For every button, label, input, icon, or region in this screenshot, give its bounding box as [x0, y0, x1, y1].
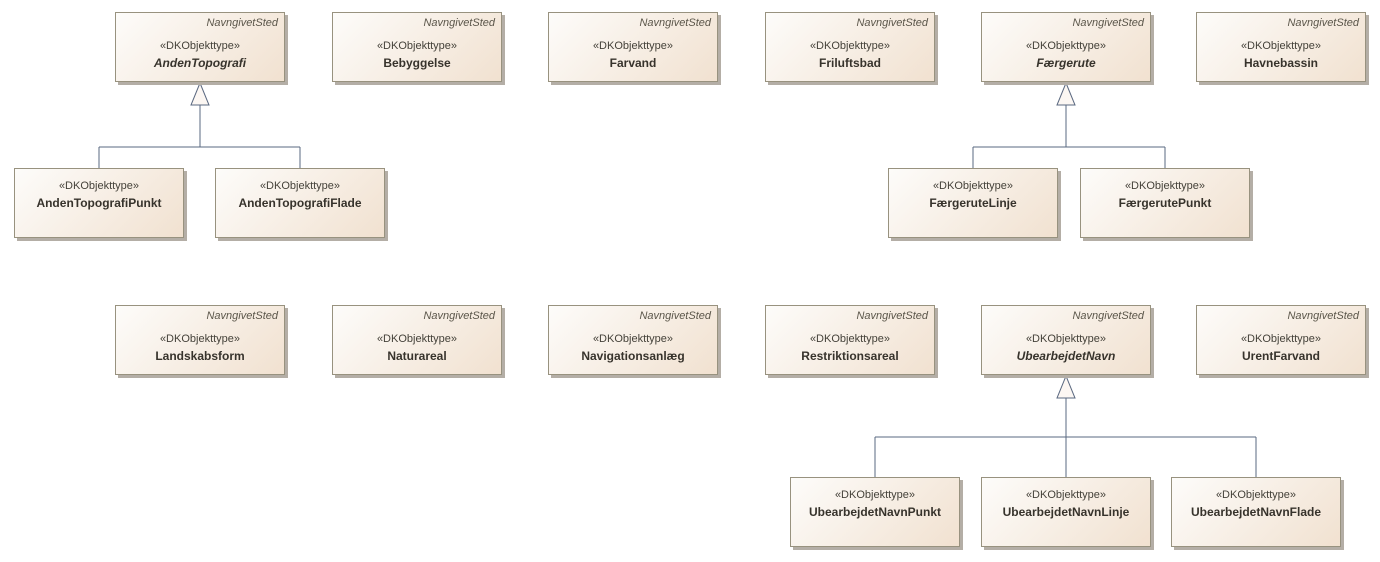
stereotype-label: «DKObjekttype» [1240, 40, 1322, 52]
stereotype-label: «DKObjekttype» [376, 40, 458, 52]
stereotype-label: «DKObjekttype» [932, 180, 1014, 192]
stereotype-label: «DKObjekttype» [1025, 489, 1107, 501]
class-node-AndenTopografiPunkt[interactable]: «DKObjekttype» AndenTopografiPunkt [14, 168, 184, 238]
stereotype-label: «DKObjekttype» [592, 40, 674, 52]
generalization-arrowhead-Færgerute [1056, 81, 1076, 106]
parent-class-corner-label: NavngivetSted [856, 17, 928, 29]
class-node-Naturareal[interactable]: NavngivetSted «DKObjekttype» Naturareal [332, 305, 502, 375]
parent-class-corner-label: NavngivetSted [1287, 17, 1359, 29]
class-name: Bebyggelse [383, 56, 451, 70]
class-name: UbearbejdetNavnFlade [1190, 505, 1322, 519]
class-name: UbearbejdetNavn [1016, 349, 1116, 363]
class-name: Havnebassin [1243, 56, 1319, 70]
class-name: Friluftsbad [819, 56, 881, 70]
class-node-FærgeruteLinje[interactable]: «DKObjekttype» FærgeruteLinje [888, 168, 1058, 238]
class-node-Farvand[interactable]: NavngivetSted «DKObjekttype» Farvand [548, 12, 718, 82]
class-node-Friluftsbad[interactable]: NavngivetSted «DKObjekttype» Friluftsbad [765, 12, 935, 82]
stereotype-label: «DKObjekttype» [159, 40, 241, 52]
class-name: AndenTopografi [153, 56, 247, 70]
class-node-UbearbejdetNavn[interactable]: NavngivetSted «DKObjekttype» Ubearbejdet… [981, 305, 1151, 375]
class-node-Landskabsform[interactable]: NavngivetSted «DKObjekttype» Landskabsfo… [115, 305, 285, 375]
stereotype-label: «DKObjekttype» [834, 489, 916, 501]
class-node-Færgerute[interactable]: NavngivetSted «DKObjekttype» Færgerute [981, 12, 1151, 82]
class-node-UbearbejdetNavnLinje[interactable]: «DKObjekttype» UbearbejdetNavnLinje [981, 477, 1151, 547]
parent-class-corner-label: NavngivetSted [423, 17, 495, 29]
class-name: Naturareal [387, 349, 447, 363]
class-node-UrentFarvand[interactable]: NavngivetSted «DKObjekttype» UrentFarvan… [1196, 305, 1366, 375]
generalization-arrowhead-AndenTopografi [190, 81, 210, 106]
generalization-arrowhead-UbearbejdetNavn [1056, 374, 1076, 399]
stereotype-label: «DKObjekttype» [809, 333, 891, 345]
parent-class-corner-label: NavngivetSted [206, 310, 278, 322]
class-name: Færgerute [1036, 56, 1096, 70]
class-node-AndenTopografiFlade[interactable]: «DKObjekttype» AndenTopografiFlade [215, 168, 385, 238]
parent-class-corner-label: NavngivetSted [423, 310, 495, 322]
parent-class-corner-label: NavngivetSted [1072, 310, 1144, 322]
parent-class-corner-label: NavngivetSted [639, 17, 711, 29]
stereotype-label: «DKObjekttype» [58, 180, 140, 192]
stereotype-label: «DKObjekttype» [1215, 489, 1297, 501]
stereotype-label: «DKObjekttype» [376, 333, 458, 345]
parent-class-corner-label: NavngivetSted [639, 310, 711, 322]
parent-class-corner-label: NavngivetSted [1072, 17, 1144, 29]
class-node-Havnebassin[interactable]: NavngivetSted «DKObjekttype» Havnebassin [1196, 12, 1366, 82]
class-node-UbearbejdetNavnFlade[interactable]: «DKObjekttype» UbearbejdetNavnFlade [1171, 477, 1341, 547]
class-node-UbearbejdetNavnPunkt[interactable]: «DKObjekttype» UbearbejdetNavnPunkt [790, 477, 960, 547]
class-name: Restriktionsareal [801, 349, 899, 363]
class-name: Navigationsanlæg [581, 349, 685, 363]
class-node-Restriktionsareal[interactable]: NavngivetSted «DKObjekttype» Restriktion… [765, 305, 935, 375]
stereotype-label: «DKObjekttype» [1124, 180, 1206, 192]
class-name: UbearbejdetNavnLinje [1002, 505, 1130, 519]
class-name: UrentFarvand [1241, 349, 1321, 363]
stereotype-label: «DKObjekttype» [1240, 333, 1322, 345]
class-node-Bebyggelse[interactable]: NavngivetSted «DKObjekttype» Bebyggelse [332, 12, 502, 82]
stereotype-label: «DKObjekttype» [809, 40, 891, 52]
stereotype-label: «DKObjekttype» [1025, 333, 1107, 345]
class-name: UbearbejdetNavnPunkt [808, 505, 942, 519]
parent-class-corner-label: NavngivetSted [206, 17, 278, 29]
stereotype-label: «DKObjekttype» [1025, 40, 1107, 52]
stereotype-label: «DKObjekttype» [159, 333, 241, 345]
stereotype-label: «DKObjekttype» [259, 180, 341, 192]
class-name: Farvand [609, 56, 657, 70]
class-name: Landskabsform [155, 349, 245, 363]
stereotype-label: «DKObjekttype» [592, 333, 674, 345]
class-name: AndenTopografiPunkt [36, 196, 162, 210]
class-name: FærgerutePunkt [1118, 196, 1212, 210]
parent-class-corner-label: NavngivetSted [856, 310, 928, 322]
class-name: AndenTopografiFlade [238, 196, 362, 210]
class-name: FærgeruteLinje [929, 196, 1017, 210]
parent-class-corner-label: NavngivetSted [1287, 310, 1359, 322]
class-node-AndenTopografi[interactable]: NavngivetSted «DKObjekttype» AndenTopogr… [115, 12, 285, 82]
class-node-Navigationsanlæg[interactable]: NavngivetSted «DKObjekttype» Navigations… [548, 305, 718, 375]
class-node-FærgerutePunkt[interactable]: «DKObjekttype» FærgerutePunkt [1080, 168, 1250, 238]
